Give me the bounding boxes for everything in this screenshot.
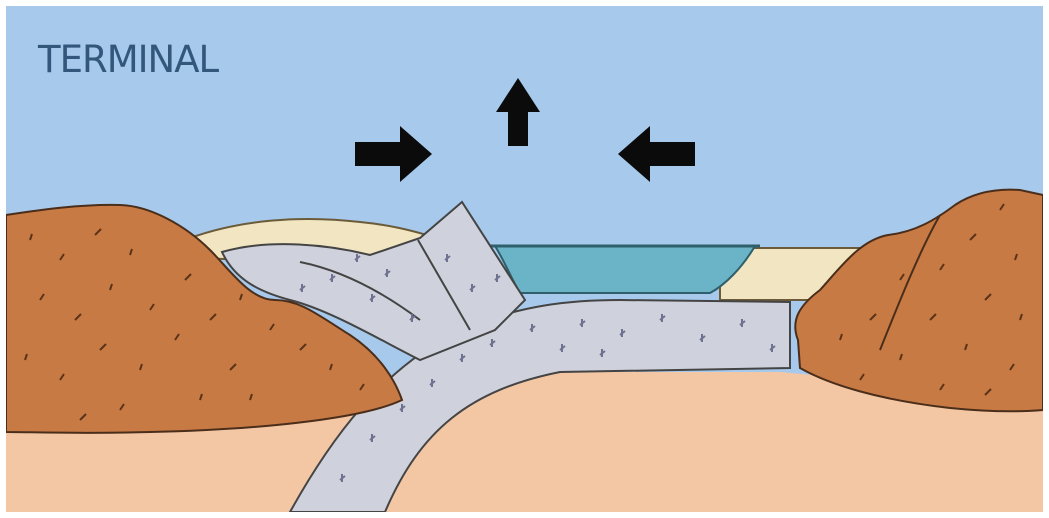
ocean-water	[495, 246, 755, 293]
stage-title: TERMINAL	[37, 38, 220, 81]
